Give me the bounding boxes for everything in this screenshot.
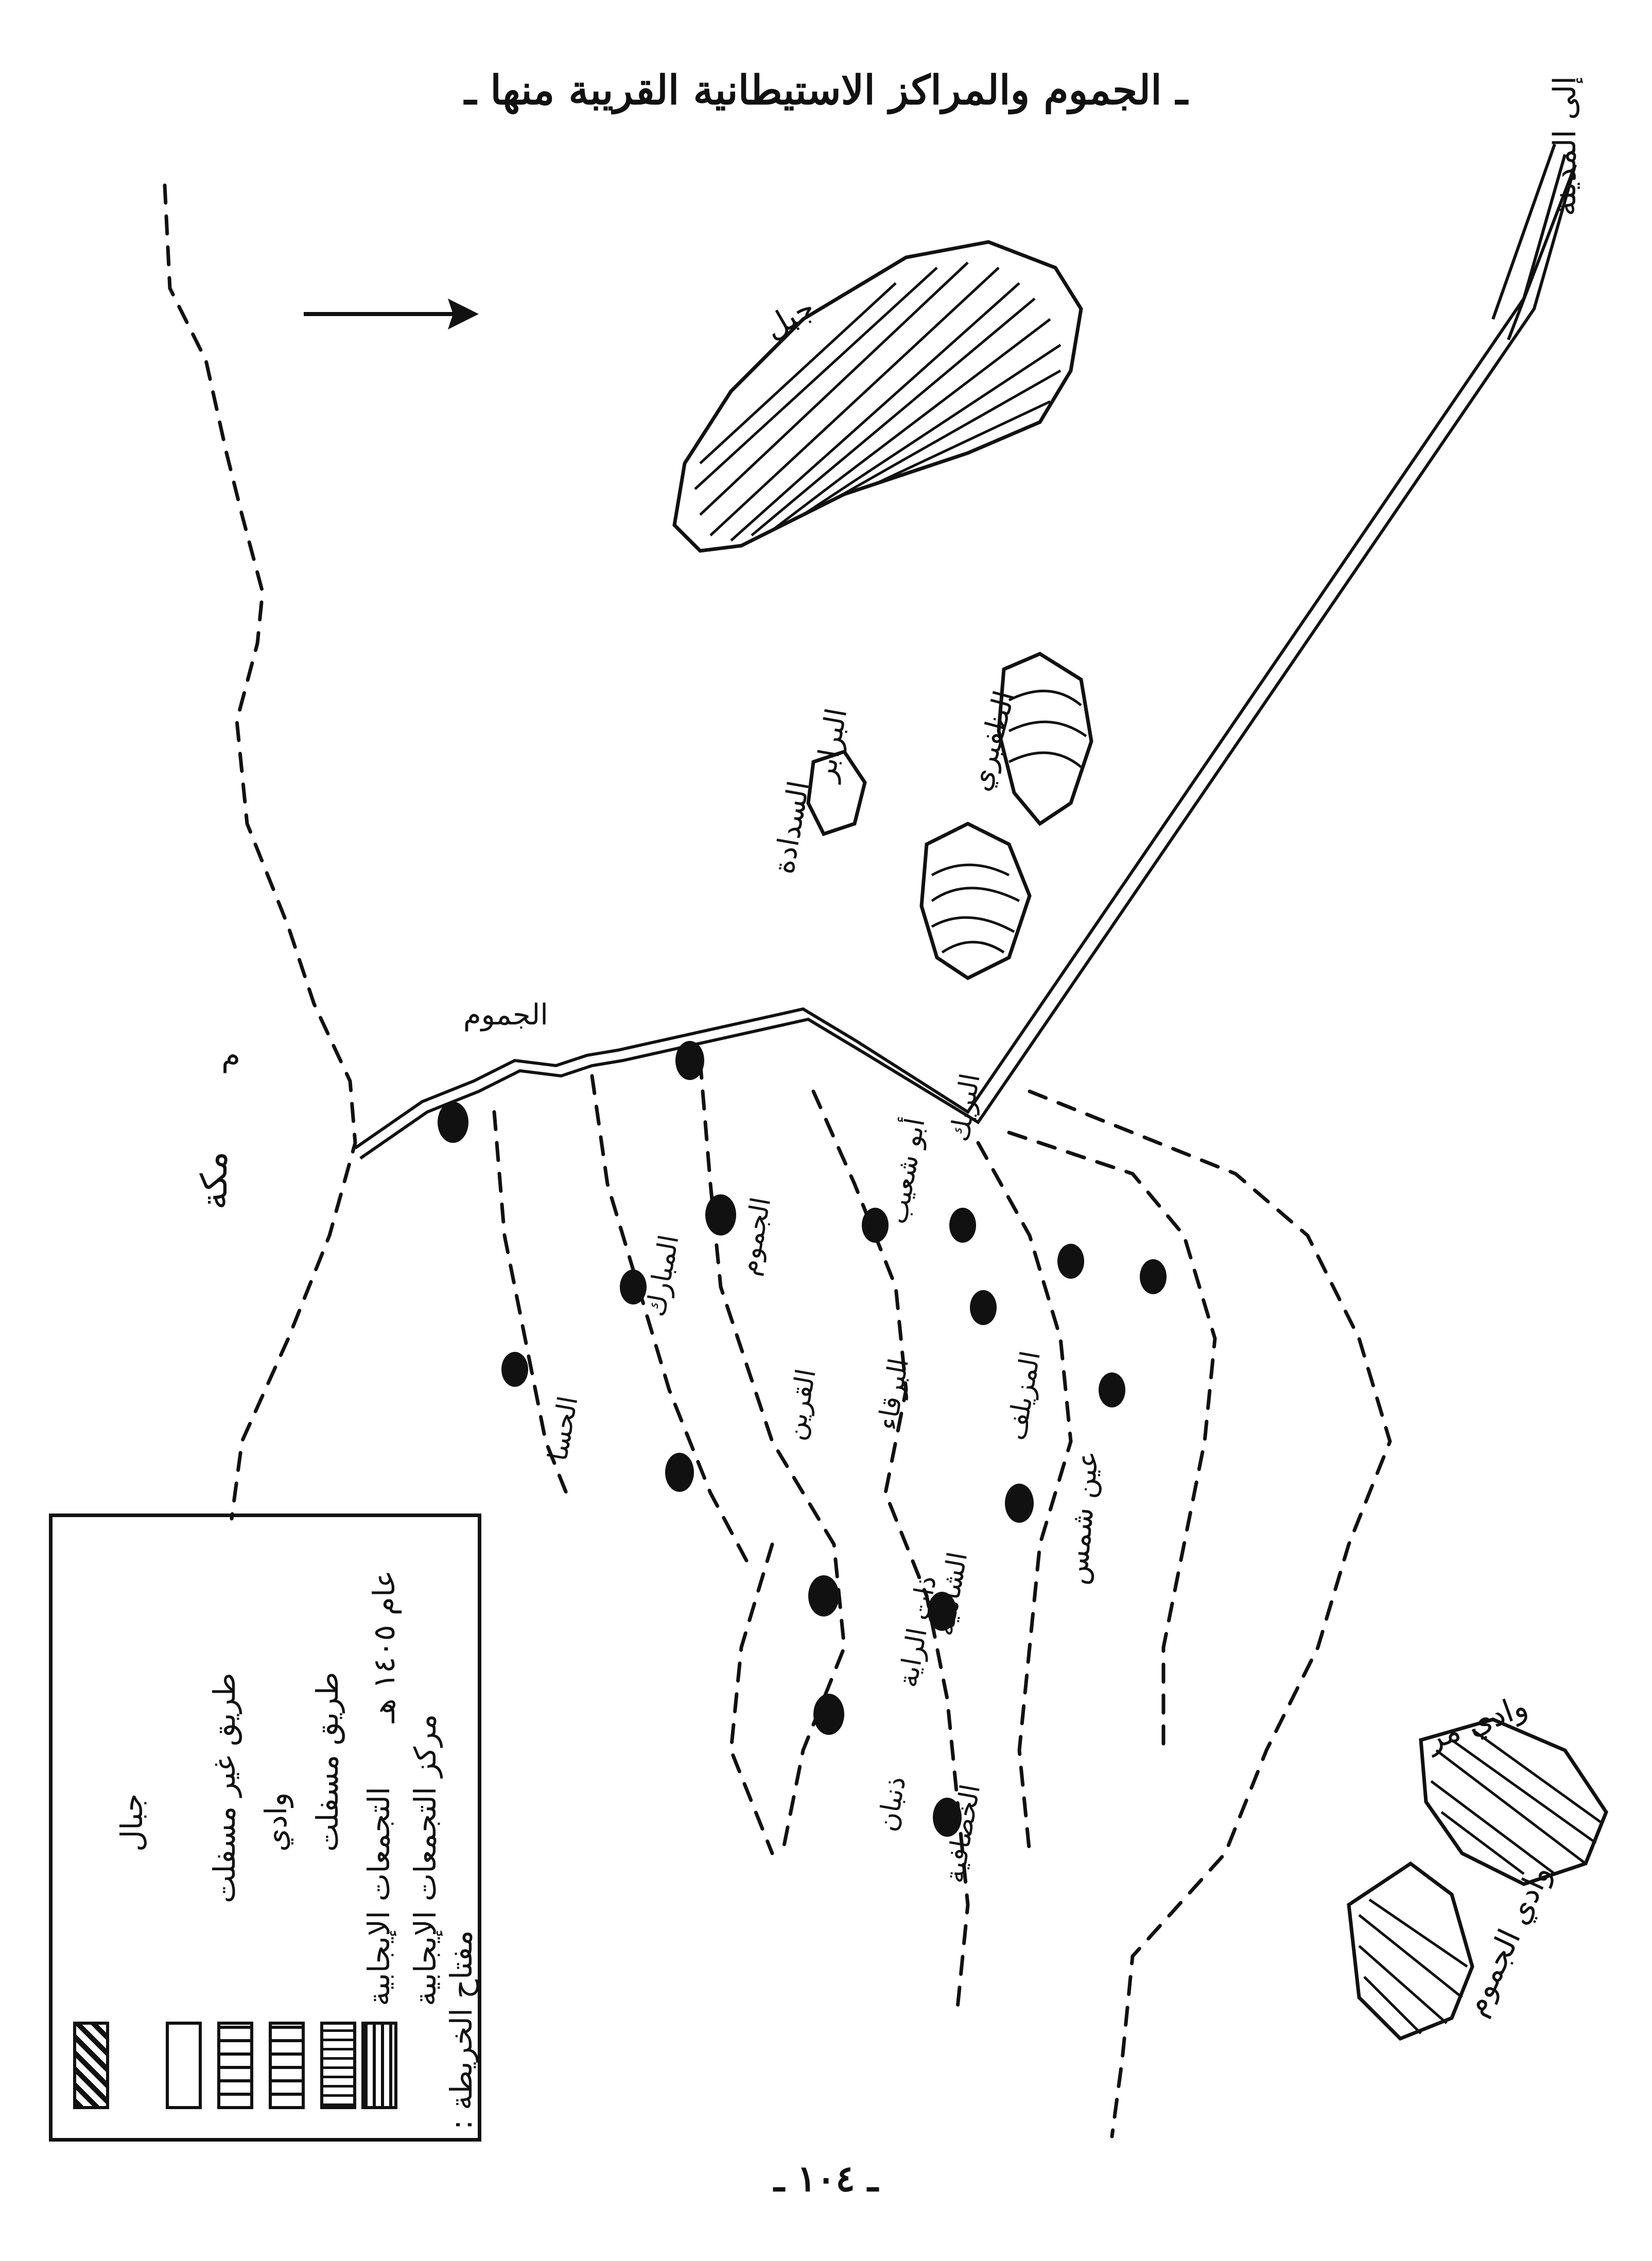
label-north-m: م (221, 1037, 240, 1073)
label-makkah: مكة (193, 1151, 235, 1210)
settlement-marker (1140, 1259, 1167, 1294)
legend-swatch-paved-road (269, 2022, 305, 2109)
legend-label-mountains: جبال (114, 1793, 149, 1852)
settlement-marker (620, 1269, 647, 1305)
label-al-barabir: البرابر (808, 706, 854, 786)
boundary-west (163, 183, 357, 1521)
settlement-marker (1099, 1372, 1125, 1407)
map-legend: مفتاح الخريطة : مركز التجمعات الإيجابية … (49, 1514, 481, 2142)
legend-scale: عام ١٤٠٥ هـ (367, 1570, 402, 1723)
legend-swatch-settlements (320, 2022, 356, 2109)
page-number: ـ ١٠٤ ـ (774, 2157, 878, 2200)
mountain-southeast (1347, 1717, 1608, 2041)
legend-swatch-center (361, 2022, 397, 2109)
legend-label-settlements: التجمعات الإيجابية (361, 1786, 396, 2006)
label-al-hasa: الحسا (543, 1394, 584, 1464)
settlement-marker (862, 1208, 889, 1243)
label-al-dhafiri: الظفيري (963, 687, 1022, 795)
hills-east (806, 652, 1093, 981)
label-ain-shams: عين شمس (1060, 1449, 1105, 1586)
label-abu-shuaib: أبو شعيب (880, 1115, 931, 1226)
legend-label-wadi: وادي (258, 1792, 293, 1852)
legend-label-paved-road: طريق مسفلت (310, 1672, 345, 1852)
settlement-marker (501, 1352, 528, 1387)
label-top-right: إلى المدينة (1547, 76, 1583, 216)
legend-swatch-unpaved-road (166, 2022, 202, 2109)
label-central-upper: الجموم (463, 998, 548, 1032)
settlement-marker (438, 1102, 468, 1143)
settlement-markers (438, 1041, 1167, 1837)
legend-swatch-mountains (73, 2022, 109, 2109)
settlement-marker (813, 1694, 844, 1735)
page-title: ـ الجموم والمراكز الاستيطانية القريبة من… (464, 67, 1188, 114)
settlement-marker (970, 1290, 997, 1325)
settlement-marker (675, 1041, 704, 1080)
settlement-marker (933, 1798, 962, 1837)
label-al-shamiyya: الشامية (929, 1550, 974, 1638)
north-arrow-icon (304, 299, 479, 329)
label-al-jamum-c: الجموم (733, 1195, 777, 1278)
label-wadi-mirr: وادي مر (1420, 1688, 1532, 1758)
label-wadi-jamum: وادي الجموم (1457, 1859, 1558, 2021)
label-al-muzaylif: المزيلف (1001, 1349, 1047, 1442)
label-al-burayk: البريك (944, 1071, 986, 1144)
label-al-qurayn: القرين (779, 1367, 822, 1443)
legend-heading: مفتاح الخريطة : (444, 1930, 479, 2130)
label-mountain-top: جبل (758, 289, 821, 346)
mountain-north (672, 240, 1083, 553)
legend-label-center: مركز التجمعات الإيجابية (408, 1714, 443, 2006)
label-dhanban: ذنبان (872, 1774, 912, 1834)
legend-label-unpaved-road: طريق غير مسفلت (207, 1673, 242, 1903)
paved-road (354, 144, 1577, 1160)
settlement-marker (928, 1592, 957, 1631)
label-al-saddara: السدادة (767, 778, 816, 876)
settlement-marker (1005, 1484, 1034, 1523)
settlement-marker (1057, 1244, 1084, 1279)
settlement-marker (705, 1194, 736, 1236)
settlement-marker (808, 1575, 839, 1616)
legend-swatch-wadi (217, 2022, 253, 2109)
settlement-marker (949, 1208, 976, 1243)
label-al-mubarak: المبارك (640, 1232, 685, 1319)
settlement-marker (665, 1453, 694, 1492)
label-al-barqa: البرقاء (872, 1356, 915, 1432)
